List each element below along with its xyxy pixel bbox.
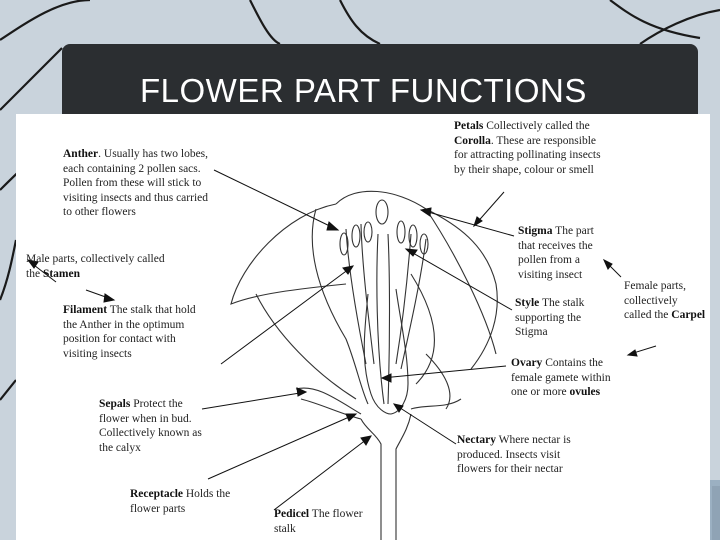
label-sepals: Sepals Protect the flower when in bud. C… xyxy=(99,398,202,454)
label-anther: Anther. Usually has two lobes, each cont… xyxy=(63,148,209,219)
label-carpel: Female parts, collectively called the Ca… xyxy=(624,280,706,322)
label-stamen: Male parts, collectively called the Stam… xyxy=(26,253,165,280)
label-ovary: Ovary Contains the female gamete within … xyxy=(511,357,611,399)
slide-edge-strip xyxy=(712,486,720,540)
label-petals: Petals Collectively called the Corolla. … xyxy=(454,120,601,176)
label-pedicel: Pedicel The flower stalk xyxy=(274,508,363,535)
flower-drawing xyxy=(26,169,657,540)
slide-title: FLOWER PART FUNCTIONS xyxy=(140,72,587,109)
diagram-card: Anther. Usually has two lobes, each cont… xyxy=(16,114,710,540)
left-petal-shape xyxy=(230,203,347,305)
label-receptacle: Receptacle Holds the flower parts xyxy=(130,488,231,515)
label-style: Style The stalk supporting the Stigma xyxy=(515,297,585,339)
label-nectary: Nectary Where nectar is produced. Insect… xyxy=(457,434,571,476)
label-filament: Filament The stalk that hold the Anther … xyxy=(63,304,196,360)
label-stigma: Stigma The part that receives the pollen… xyxy=(518,225,594,281)
